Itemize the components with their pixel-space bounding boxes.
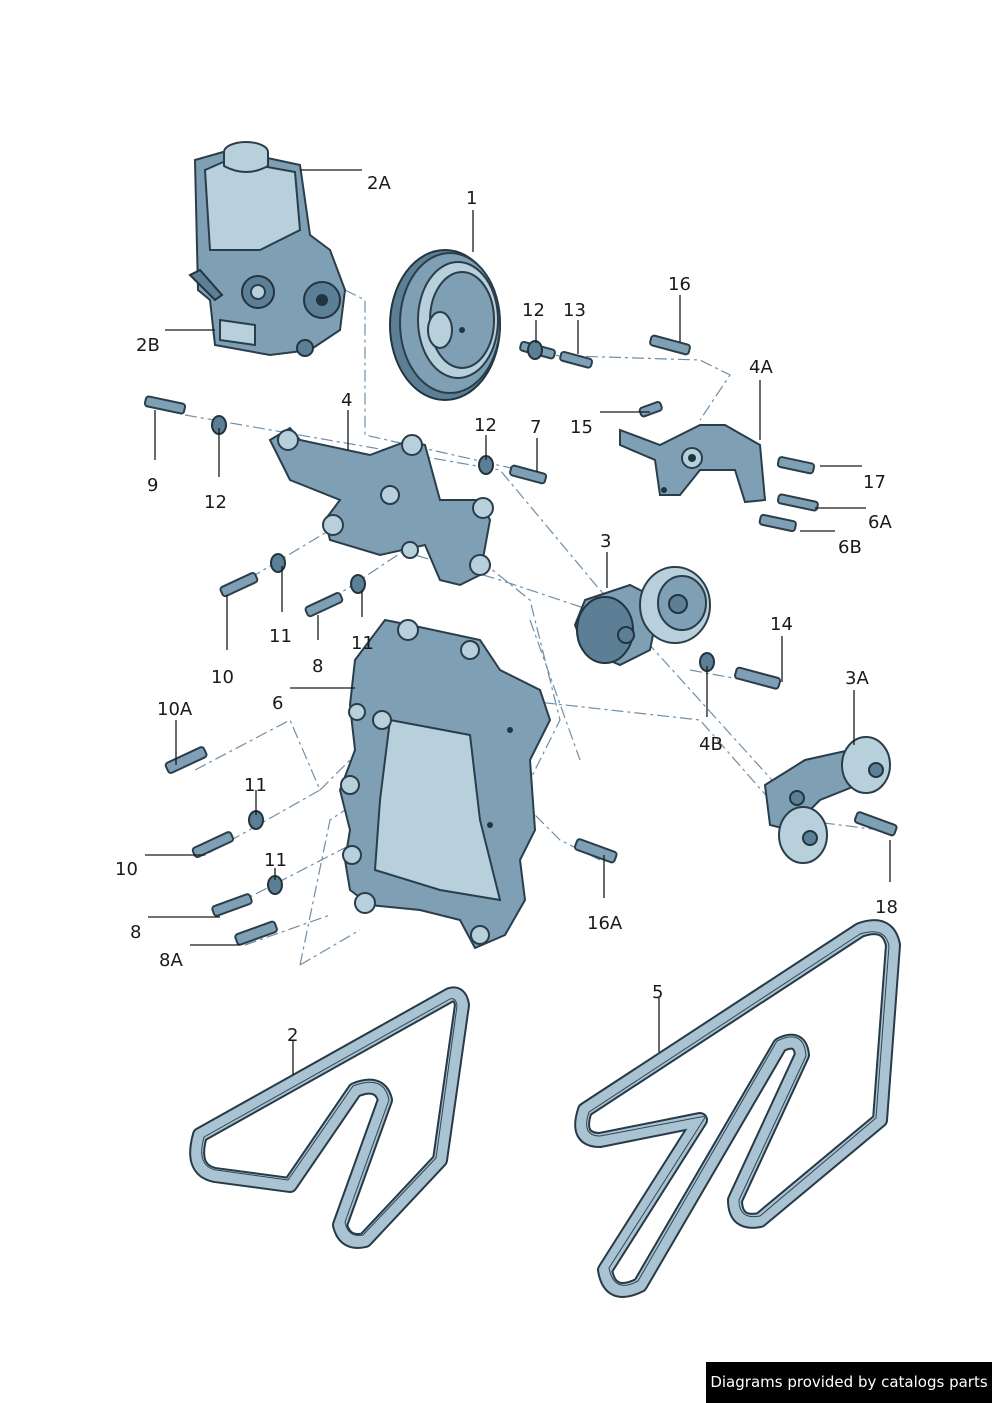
label-10-b: 10 [115,859,138,880]
label-16A: 16A [587,913,623,934]
label-5: 5 [652,982,663,1003]
label-18: 18 [875,897,898,918]
assembly-lines [184,289,881,966]
upper-bracket [268,426,494,587]
part-labels: 2A 2B 1 12 13 16 4A 15 4 12 7 9 12 17 6A… [115,173,898,1046]
label-6A: 6A [868,512,892,533]
label-12-a: 12 [522,300,545,321]
label-10A: 10A [157,699,193,720]
label-17: 17 [863,472,886,493]
label-8-a: 8 [312,656,323,677]
fasteners [143,334,898,946]
lower-bracket [338,618,552,950]
label-7: 7 [530,417,541,438]
label-12-c: 12 [204,492,227,513]
label-16: 16 [668,274,691,295]
label-10-a: 10 [211,667,234,688]
pulley [389,249,501,401]
label-6B: 6B [838,537,862,558]
label-15: 15 [570,417,593,438]
label-2: 2 [287,1025,298,1046]
label-4B: 4B [699,734,723,755]
label-4A: 4A [749,357,773,378]
label-9: 9 [147,475,158,496]
belt-5 [574,919,901,1298]
tensioner [573,566,711,667]
bracket-4A [619,424,767,504]
belt-2 [189,986,470,1249]
label-8A: 8A [159,950,183,971]
label-3A: 3A [845,668,869,689]
idler-3A [763,736,891,864]
footer-credit: Diagrams provided by catalogs parts [706,1362,992,1403]
label-13: 13 [563,300,586,321]
label-1: 1 [466,188,477,209]
label-11-b: 11 [351,633,374,654]
label-8-b: 8 [130,922,141,943]
label-14: 14 [770,614,793,635]
label-12-b: 12 [474,415,497,436]
label-4: 4 [341,390,352,411]
label-6: 6 [272,693,283,714]
label-11-a: 11 [269,626,292,647]
label-2A: 2A [367,173,391,194]
label-2B: 2B [136,335,160,356]
label-3: 3 [600,531,611,552]
label-11-d: 11 [264,850,287,871]
label-11-c: 11 [244,775,267,796]
power-steering-pump [188,141,347,357]
leader-lines [145,169,891,1075]
